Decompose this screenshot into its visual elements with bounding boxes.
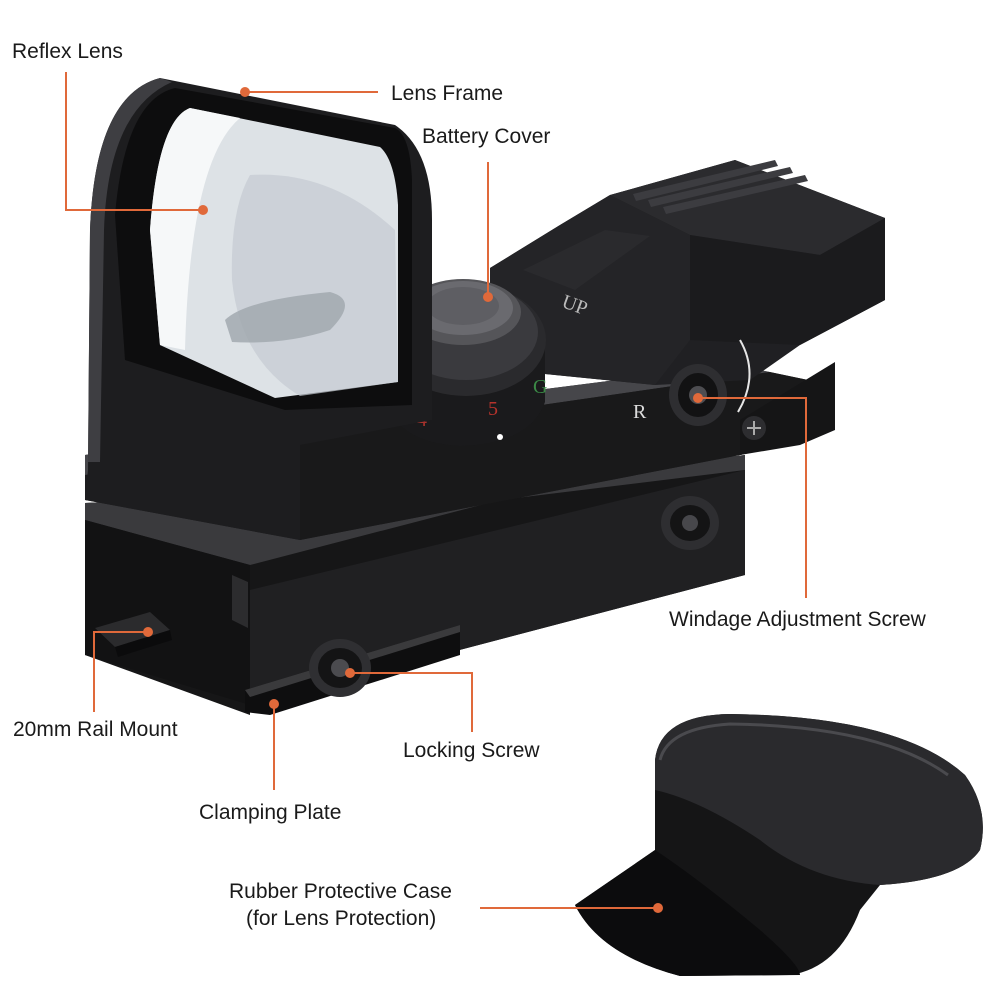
side-letter-r: R (633, 401, 647, 423)
label-reflex-lens: Reflex Lens (12, 40, 123, 63)
reflex-lens (150, 108, 398, 398)
label-windage-adjustment-screw: Windage Adjustment Screw (669, 608, 927, 631)
label-rubber-case-line2: (for Lens Protection) (246, 907, 436, 930)
label-battery-cover: Battery Cover (422, 125, 550, 148)
leader-dot-locking-screw (345, 668, 355, 678)
dial-letter-g: G (533, 376, 547, 398)
leader-dot-rail-mount (143, 627, 153, 637)
leader-locking-screw (350, 672, 473, 732)
emitter-housing: UP (490, 160, 885, 385)
reflex-sight-illustration: UP R 4 5 G (85, 78, 885, 715)
leader-dot-rubber-case (653, 903, 663, 913)
leader-dot-lens-frame (240, 87, 250, 97)
callout-labels: Reflex Lens Lens Frame Battery Cover Win… (12, 40, 927, 930)
dial-number-5: 5 (488, 398, 498, 420)
label-locking-screw: Locking Screw (403, 739, 540, 762)
base-side-screw (661, 496, 719, 550)
leader-dot-reflex-lens (198, 205, 208, 215)
label-clamping-plate: Clamping Plate (199, 801, 341, 824)
leader-dot-battery-cover (483, 292, 493, 302)
label-20mm-rail-mount: 20mm Rail Mount (13, 718, 178, 741)
leader-reflex-lens (65, 72, 203, 211)
label-lens-frame: Lens Frame (391, 82, 503, 105)
leader-rail-mount (93, 631, 148, 712)
rubber-protective-case (575, 714, 983, 976)
callout-leaders (65, 72, 807, 913)
locking-screw (309, 639, 371, 697)
leader-windage-screw (698, 397, 807, 598)
phillips-screw (742, 416, 766, 440)
leader-dot-clamping-plate (269, 699, 279, 709)
rail-mount-slot (95, 612, 172, 657)
label-rubber-case-line1: Rubber Protective Case (229, 880, 452, 903)
leader-dot-windage-screw (693, 393, 703, 403)
